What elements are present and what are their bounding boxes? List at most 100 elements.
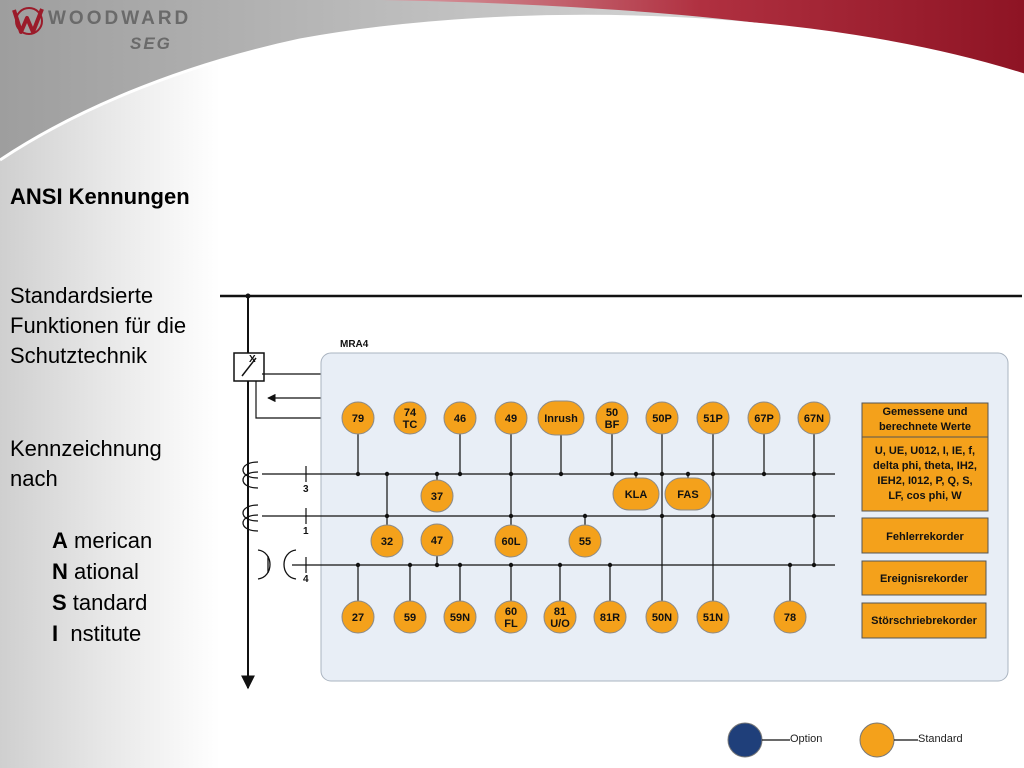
header-swoosh [0, 0, 1024, 162]
function-label: BF [605, 419, 620, 431]
function-51p-circle: 51P [696, 401, 730, 435]
function-label: 51P [703, 413, 723, 425]
function-label: U/O [550, 618, 570, 630]
legend-standard-marker [859, 722, 895, 758]
acronym-rest: tandard [66, 590, 148, 615]
fault-recorder-box [861, 517, 989, 554]
description-line: Funktionen für die [10, 313, 187, 338]
description-line: Schutztechnik [10, 343, 147, 368]
function-marker [543, 600, 577, 634]
function-label: KLA [625, 489, 648, 501]
function-label: 37 [431, 491, 443, 503]
measured-title: Gemessene und [883, 406, 968, 418]
slide-title: ANSI Kennungen [10, 184, 190, 209]
function-label: 47 [431, 535, 443, 547]
function-label: 67P [754, 413, 774, 425]
function-label: 81R [600, 612, 620, 624]
function-78-circle: 78 [773, 600, 807, 634]
function-label: 51N [703, 612, 723, 624]
function-81r-circle: 81R [593, 600, 627, 634]
function-67n-circle: 67N [797, 401, 831, 435]
event-recorder-label: Ereignisrekorder [880, 573, 969, 585]
function-27-circle: 27 [341, 600, 375, 634]
function-marker [645, 401, 679, 435]
description-text: Standardsierte Funktionen für die Schutz… [10, 281, 186, 371]
function-marker [341, 401, 375, 435]
acronym-rest: nstitute [58, 621, 142, 646]
disturbance-recorder-label: Störschriebrekorder [871, 615, 977, 627]
function-label: 67N [804, 413, 824, 425]
brand-name: WOODWARD [48, 8, 192, 29]
designation-text: Kennzeichnung nach [10, 434, 162, 494]
function-marker [393, 600, 427, 634]
function-label: 49 [505, 413, 517, 425]
bus-label: 3 [303, 484, 309, 495]
acronym-line: S tandard [52, 587, 152, 618]
device-panel [320, 352, 1009, 682]
woodward-logo-icon [12, 7, 44, 35]
acronym-line: I nstitute [52, 618, 152, 649]
function-label: FAS [677, 489, 698, 501]
measured-values-box [861, 402, 989, 512]
acronym-line: A merican [52, 525, 152, 556]
function-marker [696, 600, 730, 634]
function-label: 46 [454, 413, 466, 425]
measured-title: berechnete Werte [879, 421, 971, 433]
designation-line: nach [10, 466, 58, 491]
measured-value: LF, cos phi, W [888, 490, 962, 502]
function-55-circle: 55 [568, 524, 602, 558]
function-label: 50N [652, 612, 672, 624]
designation-line: Kennzeichnung [10, 436, 162, 461]
function-67p-circle: 67P [747, 401, 781, 435]
junction-dots [355, 471, 817, 568]
function-marker [696, 401, 730, 435]
function-49-circle: 49 [494, 401, 528, 435]
function-32-circle: 32 [370, 524, 404, 558]
function-inrush-circle: Inrush [537, 400, 585, 436]
function-marker [494, 524, 528, 558]
function-marker [494, 401, 528, 435]
function-label: Inrush [544, 413, 578, 425]
function-marker [537, 400, 585, 436]
function-50p-circle: 50P [645, 401, 679, 435]
acronym-rest: merican [67, 528, 153, 553]
measured-value: IEH2, I012, P, Q, S, [877, 475, 972, 487]
function-marker [664, 477, 712, 511]
function-46-circle: 46 [443, 401, 477, 435]
function-label: 78 [784, 612, 796, 624]
ansi-acronym: A merican N ational S tandard I nstitute [52, 525, 152, 649]
function-label: 60L [502, 536, 521, 548]
function-kla-circle: KLA [612, 477, 660, 511]
breaker-label: X [249, 354, 256, 365]
current-transformer-icon [242, 461, 259, 532]
function-37-circle: 37 [420, 479, 454, 513]
measured-value: U, UE, U012, I, IE, f, [875, 445, 975, 457]
function-marker [595, 401, 629, 435]
record-boxes [861, 402, 989, 639]
function-47-circle: 47 [420, 523, 454, 557]
legend-option-marker [727, 722, 763, 758]
function-label: 50P [652, 413, 672, 425]
measured-value: delta phi, theta, IH2, [873, 460, 977, 472]
function-marker [645, 600, 679, 634]
function-59n-circle: 59N [443, 600, 477, 634]
voltage-transformer-icon [257, 549, 297, 580]
function-marker [443, 600, 477, 634]
function-label: 50 [606, 407, 618, 419]
function-79-circle: 79 [341, 401, 375, 435]
function-label: 81 [554, 606, 566, 618]
device-label: MRA4 [340, 339, 369, 350]
function-marker [593, 600, 627, 634]
acronym-rest: ational [67, 559, 139, 584]
acronym-letter: N [52, 559, 68, 584]
event-recorder-box [861, 560, 987, 596]
function-51n-circle: 51N [696, 600, 730, 634]
function-label: 27 [352, 612, 364, 624]
disturbance-recorder-box [861, 602, 987, 639]
fault-recorder-label: Fehlerrekorder [886, 531, 964, 543]
